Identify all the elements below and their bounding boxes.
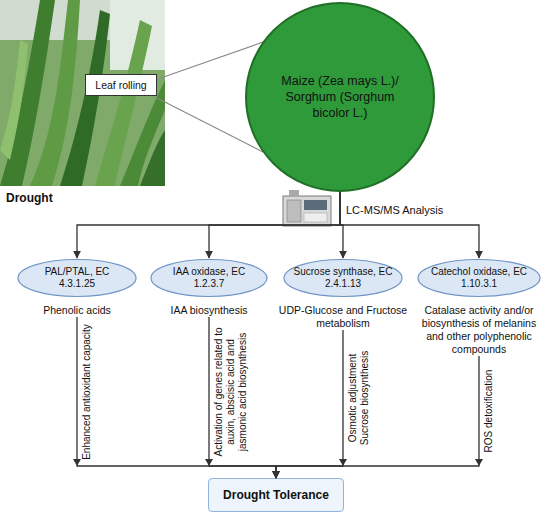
ellipse-shape: Sucrose synthase, EC 2.4.1.13	[278, 258, 408, 298]
flow-arrow	[276, 330, 343, 478]
product-text: Catalase activity and/or biosynthesis of…	[412, 304, 546, 356]
ellipse-shape: PAL/PTAL, EC 4.3.1.25	[12, 258, 142, 298]
enzyme-ellipse: IAA oxidase, EC 1.2.3.7IAA biosynthesis	[145, 258, 273, 317]
edge-label: Activation of genes related to auxin, ab…	[213, 322, 249, 461]
condition-label: Drought	[6, 191, 53, 205]
leaf-photo	[0, 0, 165, 186]
arrow-head	[73, 459, 483, 466]
flow-arrow	[77, 192, 340, 258]
circle-text: Maize (Zea mays L.)/ Sorghum (Sorghum bi…	[277, 73, 403, 121]
species-circle: Maize (Zea mays L.)/ Sorghum (Sorghum bi…	[245, 2, 435, 192]
callout-text: Leaf rolling	[89, 79, 153, 91]
ellipse-shape: Catechol oxidase, EC 1.10.3.1	[412, 258, 546, 298]
instrument-icon	[283, 190, 331, 226]
enzyme-ellipse: Catechol oxidase, EC 1.10.3.1Catalase ac…	[412, 258, 546, 356]
flow-arrow	[209, 192, 340, 258]
flow-arrow	[77, 317, 276, 478]
enzyme-ellipse: Sucrose synthase, EC 2.4.1.13UDP-Glucose…	[278, 258, 408, 330]
product-text: IAA biosynthesis	[145, 304, 273, 317]
enzyme-name: PAL/PTAL, EC 4.3.1.25	[12, 266, 142, 290]
outcome-box: Drought Tolerance	[208, 478, 344, 512]
edge-label: ROS detoxification	[483, 361, 495, 461]
enzyme-name: Sucrose synthase, EC 2.4.1.13	[278, 266, 408, 290]
flow-arrow	[209, 317, 276, 478]
enzyme-name: IAA oxidase, EC 1.2.3.7	[145, 266, 273, 290]
edge-label: Osmotic adjustment Sucrose biosynthesis	[347, 335, 371, 461]
product-text: UDP-Glucose and Fructose metabolism	[278, 304, 408, 330]
flow-arrow	[340, 192, 479, 258]
flow-arrow	[276, 356, 479, 478]
edge-label: Enhanced antioxidant capacity	[81, 322, 93, 461]
photo-callout: Leaf rolling	[85, 74, 157, 96]
enzyme-ellipse: PAL/PTAL, EC 4.3.1.25Phenolic acids	[12, 258, 142, 317]
enzyme-name: Catechol oxidase, EC 1.10.3.1	[412, 266, 546, 290]
ellipse-shape: IAA oxidase, EC 1.2.3.7	[145, 258, 273, 298]
outcome-text: Drought Tolerance	[223, 488, 329, 502]
flow-arrow	[340, 192, 343, 258]
product-text: Phenolic acids	[12, 304, 142, 317]
method-label: LC-MS/MS Analysis	[346, 204, 443, 216]
